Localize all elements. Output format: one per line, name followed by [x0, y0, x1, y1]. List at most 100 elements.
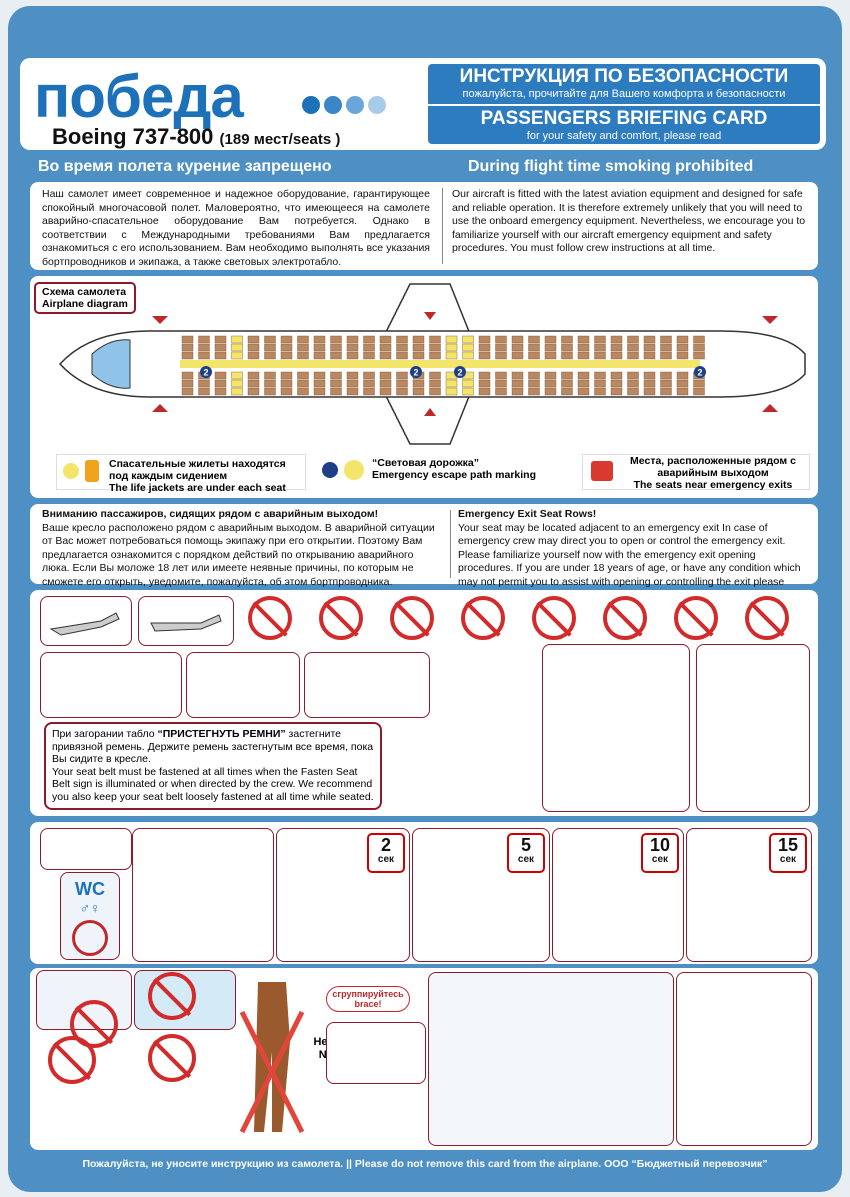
seat — [577, 343, 590, 352]
exit-arrow-rear-bottom — [762, 404, 778, 412]
seat — [643, 387, 656, 396]
seat — [280, 379, 293, 388]
seat — [561, 351, 573, 360]
intro-panel: Наш самолет имеет современное и надежное… — [30, 182, 818, 270]
seat — [462, 351, 474, 360]
seat — [627, 343, 639, 352]
logo-dots — [302, 96, 390, 119]
brace-position-cabin-picture — [428, 972, 674, 1146]
seatbelt-ru-2: застегните привязной ремень. Держите рем… — [52, 728, 374, 765]
seat — [231, 351, 243, 360]
seat — [577, 335, 590, 344]
seat — [346, 343, 359, 352]
nylon-stockings-picture — [239, 982, 305, 1134]
seat — [495, 371, 507, 380]
seat — [412, 335, 425, 344]
seat — [528, 371, 540, 380]
seat — [363, 351, 375, 360]
brace-panel: Нейлон Nylon сгруппируйтесь brace! — [30, 968, 818, 1150]
seat — [478, 379, 491, 388]
seat — [445, 351, 458, 360]
oxygen-mask-drop-picture — [132, 828, 274, 962]
seatbelt-ru-bold: “ПРИСТЕГНУТЬ РЕМНИ” — [157, 728, 286, 740]
seat — [693, 335, 705, 344]
timer-5-unit: сек — [517, 854, 535, 865]
seat — [214, 371, 227, 380]
seat — [363, 387, 375, 396]
seat — [429, 351, 441, 360]
seat — [297, 343, 309, 352]
timer-10-value: 10 — [649, 835, 671, 855]
seat — [297, 351, 309, 360]
exit-marker-number: 2 — [697, 368, 702, 378]
intro-divider — [442, 188, 443, 264]
seat — [264, 335, 276, 344]
seat — [511, 343, 524, 352]
seat — [561, 343, 573, 352]
seat — [511, 351, 524, 360]
seat — [528, 387, 540, 396]
diagram-label-ru: Схема самолета — [42, 286, 127, 298]
seat — [462, 343, 474, 352]
seat — [544, 371, 557, 380]
seat — [643, 371, 656, 380]
seat — [495, 335, 507, 344]
seat — [610, 379, 623, 388]
seat — [396, 371, 408, 380]
exit-rows-panel: Вниманию пассажиров, сидящих рядом с ава… — [30, 504, 818, 601]
seat — [412, 379, 425, 388]
seat — [676, 335, 689, 344]
seat — [181, 371, 194, 380]
seated-passenger-picture — [696, 644, 810, 812]
seat — [379, 371, 392, 380]
wc-label: WC — [75, 879, 105, 899]
seat — [396, 343, 408, 352]
seat — [594, 371, 606, 380]
seat — [297, 335, 309, 344]
airplane-diagram-panel: Схема самолета Airplane diagram — [30, 276, 818, 498]
aircraft-model: Boeing 737-800 (189 мест/seats ) — [52, 124, 340, 150]
seat — [594, 335, 606, 344]
exit-arrow-front-top — [152, 316, 168, 324]
diagram-label-en: Airplane diagram — [42, 298, 128, 310]
seat — [676, 371, 689, 380]
legend-lifejacket-ru: Спасательные жилеты находятся под каждым… — [109, 458, 286, 482]
brace-megaphone: сгруппируйтесь brace! — [326, 986, 410, 1012]
logo-dot-2 — [324, 96, 342, 114]
seat — [660, 379, 672, 388]
smoking-en: During flight time smoking prohibited — [468, 158, 754, 175]
seat — [544, 351, 557, 360]
seat — [495, 351, 507, 360]
seat — [396, 351, 408, 360]
seat — [610, 371, 623, 380]
seat — [561, 371, 573, 380]
seat — [462, 335, 474, 344]
exit-marker-1 — [200, 366, 212, 378]
seat — [214, 343, 227, 352]
vest-icon — [85, 460, 99, 482]
exit-marker-icon — [322, 462, 338, 478]
intro-en: Our aircraft is fitted with the latest a… — [452, 188, 806, 254]
seat — [561, 387, 573, 396]
belt-step-1 — [40, 652, 182, 718]
seat — [627, 335, 639, 344]
seat — [693, 379, 705, 388]
seat — [330, 379, 342, 388]
seat — [247, 387, 260, 396]
seatbelt-en: Your seat belt must be fastened at all t… — [52, 765, 374, 803]
seat — [660, 335, 672, 344]
seat — [577, 351, 590, 360]
model-name: Boeing 737-800 — [52, 124, 214, 149]
no-mobile-phone-icon — [603, 596, 647, 640]
seat — [264, 387, 276, 396]
seat — [363, 379, 375, 388]
seat — [198, 343, 210, 352]
seat — [379, 351, 392, 360]
seat — [478, 351, 491, 360]
no-smoking-wc-icon — [72, 920, 108, 956]
smoking-ru: Во время полета курение запрещено — [38, 158, 332, 175]
logo-dot-4 — [368, 96, 386, 114]
no-tie-icon — [148, 1034, 196, 1082]
seat-rows — [181, 335, 705, 396]
exit-marker-4 — [694, 366, 706, 378]
